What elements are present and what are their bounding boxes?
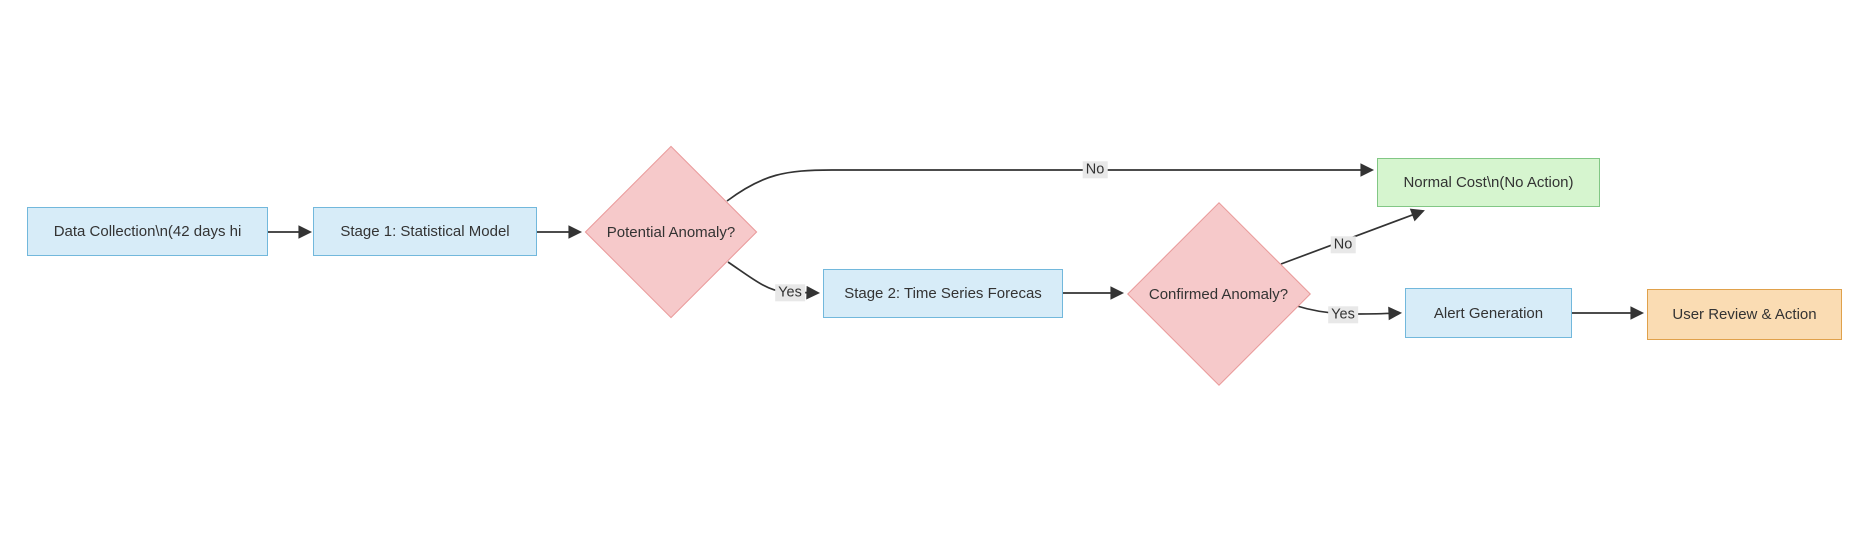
node-data-collection-label: Data Collection\n(42 days hi <box>53 223 242 240</box>
node-normal-cost: Normal Cost\n(No Action) <box>1377 158 1600 207</box>
node-data-collection: Data Collection\n(42 days hi <box>27 207 268 256</box>
edge-label-yes-confirmed: Yes <box>1328 306 1358 324</box>
decision-potential-anomaly: Potential Anomaly? <box>585 212 757 252</box>
decision-confirmed-anomaly-label: Confirmed Anomaly? <box>1148 285 1289 303</box>
node-normal-cost-label: Normal Cost\n(No Action) <box>1403 174 1574 191</box>
edge-label-no-confirmed: No <box>1330 236 1356 254</box>
node-stage2: Stage 2: Time Series Forecas <box>823 269 1063 318</box>
node-alert-generation: Alert Generation <box>1405 288 1572 338</box>
decision-confirmed-anomaly: Confirmed Anomaly? <box>1127 274 1310 314</box>
node-stage2-label: Stage 2: Time Series Forecas <box>844 285 1042 302</box>
edge-label-yes-potential: Yes <box>775 284 805 302</box>
node-stage1: Stage 1: Statistical Model <box>313 207 537 256</box>
decision-potential-anomaly-label: Potential Anomaly? <box>606 223 736 241</box>
edge-label-no-potential: No <box>1082 161 1108 179</box>
node-user-review-label: User Review & Action <box>1672 306 1817 323</box>
node-alert-generation-label: Alert Generation <box>1433 304 1544 322</box>
edge-potential-no-to-normal <box>726 163 1375 202</box>
node-user-review: User Review & Action <box>1647 289 1842 340</box>
node-stage1-label: Stage 1: Statistical Model <box>340 223 510 240</box>
